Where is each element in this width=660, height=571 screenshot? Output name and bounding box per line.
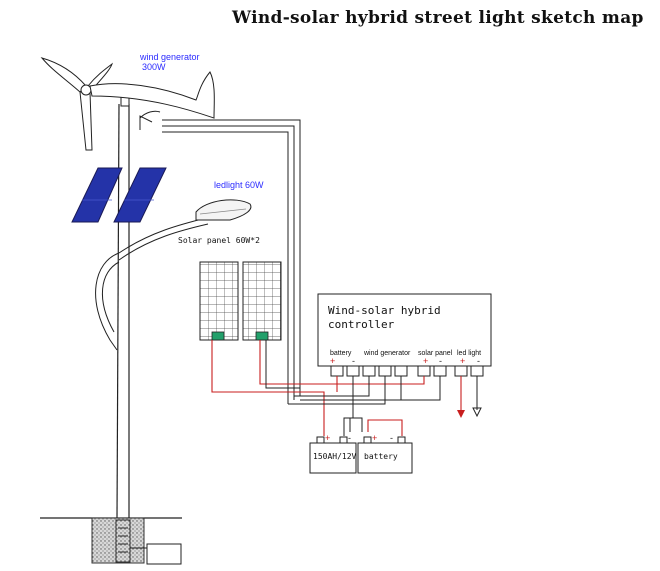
wind-generator-label-power: 300W <box>142 62 166 72</box>
svg-text:+: + <box>330 356 335 366</box>
wind-generator-label: wind generator 300W <box>140 52 200 72</box>
solar-panel-label: Solar panel 60W*2 <box>178 236 260 245</box>
terminal-solar-label: solar panel <box>418 350 453 357</box>
negative-wiring <box>265 340 478 436</box>
svg-text:-: - <box>348 433 351 443</box>
battery-bank: + - + - <box>309 433 413 474</box>
light-pole <box>116 95 130 519</box>
wind-generator-label-name: wind generator <box>140 52 200 62</box>
controller-box <box>317 293 492 377</box>
wind-cable <box>162 119 301 404</box>
terminal-led-label: led light <box>457 350 482 357</box>
diagram-title: Wind-solar hybrid street light sketch ma… <box>232 8 644 28</box>
svg-text:+: + <box>423 356 428 366</box>
battery-capacity-label: 150AH/12V <box>313 452 357 461</box>
led-negative-arrow <box>472 407 482 418</box>
led-positive-arrow <box>457 410 465 418</box>
wind-turbine <box>40 57 215 151</box>
positive-wiring <box>211 340 462 436</box>
svg-text:-: - <box>439 356 442 366</box>
terminal-wind-label: wind generator <box>364 350 411 357</box>
led-lamp-head <box>195 199 252 221</box>
svg-text:+: + <box>325 433 330 443</box>
svg-text:-: - <box>352 356 355 366</box>
svg-text:+: + <box>372 433 377 443</box>
controller-label: Wind-solar hybrid controller <box>328 304 441 332</box>
terminal-battery-label: battery <box>330 350 352 357</box>
controller-label-line1: Wind-solar hybrid <box>328 304 441 317</box>
led-light-label: ledlight 60W <box>214 180 264 190</box>
svg-text:-: - <box>477 356 480 366</box>
pole-solar-panels <box>71 167 167 223</box>
battery-label: battery <box>364 452 398 461</box>
svg-text:+: + <box>460 356 465 366</box>
ground-base <box>40 517 182 564</box>
controller-polarity-marks: + - + - + - <box>330 356 480 366</box>
buried-battery-box <box>130 543 182 565</box>
controller-label-line2: controller <box>328 318 395 331</box>
svg-text:-: - <box>390 433 393 443</box>
solar-panel-array <box>199 261 282 341</box>
